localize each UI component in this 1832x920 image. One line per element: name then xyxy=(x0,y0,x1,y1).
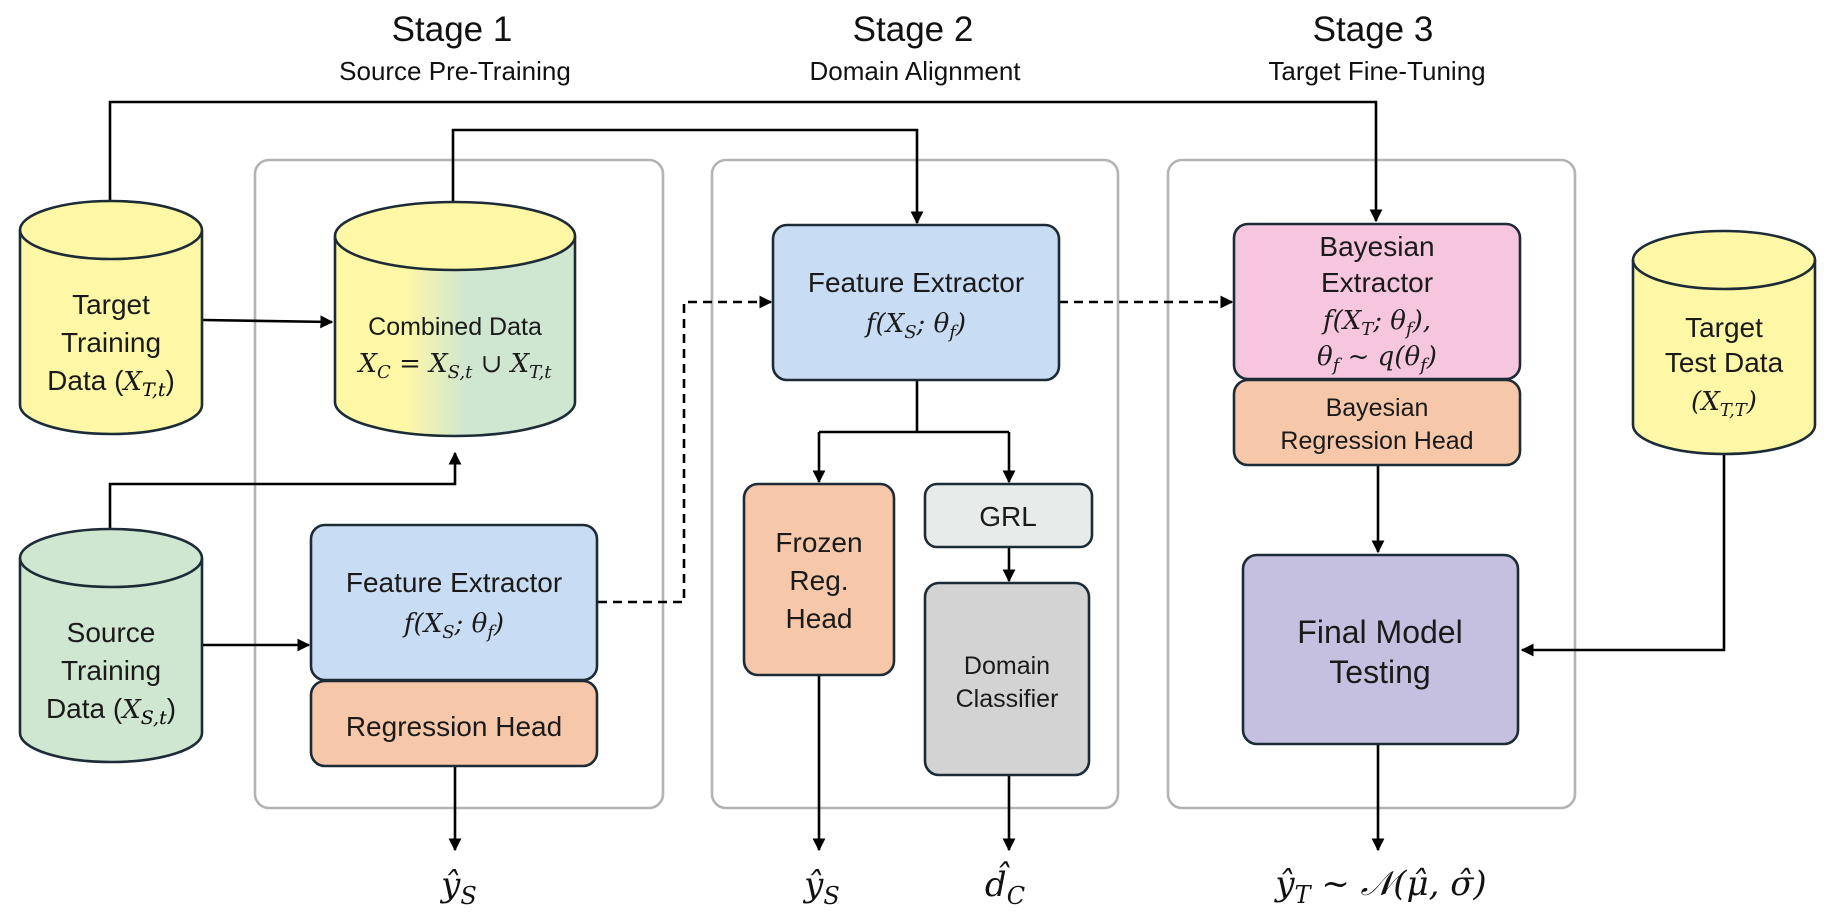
target-training-cylinder: Target Training Data (XT,t) xyxy=(18,199,204,436)
stage1-regression-head-label: Regression Head xyxy=(346,711,562,742)
final-model-line-2: Testing xyxy=(1329,654,1430,690)
target-test-line-1: Target xyxy=(1685,312,1763,343)
bayesian-head-line-1: Bayesian xyxy=(1326,394,1429,422)
target-test-line-3: (XT,T) xyxy=(1691,387,1757,421)
edge-test-to-final xyxy=(1520,448,1726,657)
frozen-regression-head: Frozen Reg. Head xyxy=(742,482,896,677)
bayesian-extractor-line-1: Bayesian xyxy=(1319,231,1434,262)
bayesian-extractor-equation-1: f(XT; θf), xyxy=(1321,306,1431,340)
stage2-output-d-label: d̂C xyxy=(985,862,1025,910)
edge-target-to-combined xyxy=(202,315,334,329)
source-training-cylinder: Source Training Data (XS,t) xyxy=(18,527,204,764)
stage3-output-label: ŷT ~ 𝒩(μ̂, σ̂) xyxy=(1273,864,1486,909)
stage-1-title: Stage 1 xyxy=(392,10,513,49)
source-training-line-1: Source xyxy=(67,617,156,648)
target-training-line-1: Target xyxy=(72,289,150,320)
grl-label: GRL xyxy=(979,501,1037,532)
stage-1-header: Stage 1 Source Pre-Training xyxy=(339,10,571,86)
stage-2-header: Stage 2 Domain Alignment xyxy=(810,10,1022,86)
stage-2-subtitle: Domain Alignment xyxy=(810,56,1022,86)
stage-3-title: Stage 3 xyxy=(1313,10,1434,49)
stage2-feature-extractor: Feature Extractor f(XS; θf) xyxy=(771,223,1061,382)
combined-data-label: Combined Data xyxy=(368,313,542,341)
grl-block: GRL xyxy=(923,482,1094,549)
target-training-line-3: Data (XT,t) xyxy=(47,365,175,401)
combined-data-cylinder: Combined Data XC = XS,t ∪ XT,t xyxy=(333,200,577,438)
stage1-feature-extractor-label: Feature Extractor xyxy=(346,567,562,598)
stage-3-frame xyxy=(1166,158,1577,810)
stage-3-subtitle: Target Fine-Tuning xyxy=(1268,56,1485,86)
stage2-output-y-label: ŷS xyxy=(802,865,840,910)
frozen-head-line-3: Head xyxy=(786,603,853,634)
edge-combined-to-stage2-extractor xyxy=(451,128,924,225)
source-training-line-2: Training xyxy=(61,655,161,686)
stage2-feature-extractor-label: Feature Extractor xyxy=(808,267,1024,298)
edge-target-to-bayesian xyxy=(108,100,1383,223)
stage1-regression-head: Regression Head xyxy=(309,679,599,768)
final-model-line-1: Final Model xyxy=(1297,614,1462,650)
frozen-head-line-2: Reg. xyxy=(789,565,848,596)
domain-classifier-line-2: Classifier xyxy=(956,685,1059,713)
final-model-testing: Final Model Testing xyxy=(1241,553,1520,746)
source-training-line-3: Data (XS,t) xyxy=(46,693,176,729)
edge-source-to-combined xyxy=(108,451,462,528)
stage1-output-label: ŷS xyxy=(439,865,477,910)
frozen-head-line-1: Frozen xyxy=(775,527,862,558)
bayesian-extractor: Bayesian Extractor f(XT; θf), θf ~ q(θf) xyxy=(1232,222,1522,381)
stage-1-subtitle: Source Pre-Training xyxy=(339,56,571,86)
target-test-cylinder: Target Test Data (XT,T) xyxy=(1631,229,1817,456)
bayesian-regression-head: Bayesian Regression Head xyxy=(1232,378,1522,467)
domain-classifier: Domain Classifier xyxy=(923,581,1091,777)
stage-3-header: Stage 3 Target Fine-Tuning xyxy=(1268,10,1485,86)
target-training-line-2: Training xyxy=(61,327,161,358)
bayesian-head-line-2: Regression Head xyxy=(1280,427,1473,455)
edge-stage2-split xyxy=(819,380,1009,434)
bayesian-extractor-line-2: Extractor xyxy=(1321,267,1433,298)
stage-2-frame xyxy=(710,158,1120,810)
target-test-line-2: Test Data xyxy=(1665,347,1784,378)
domain-classifier-line-1: Domain xyxy=(964,652,1050,680)
stage-2-title: Stage 2 xyxy=(853,10,974,49)
stage1-feature-extractor: Feature Extractor f(XS; θf) xyxy=(309,523,599,682)
bayesian-extractor-equation-2: θf ~ q(θf) xyxy=(1317,342,1437,376)
